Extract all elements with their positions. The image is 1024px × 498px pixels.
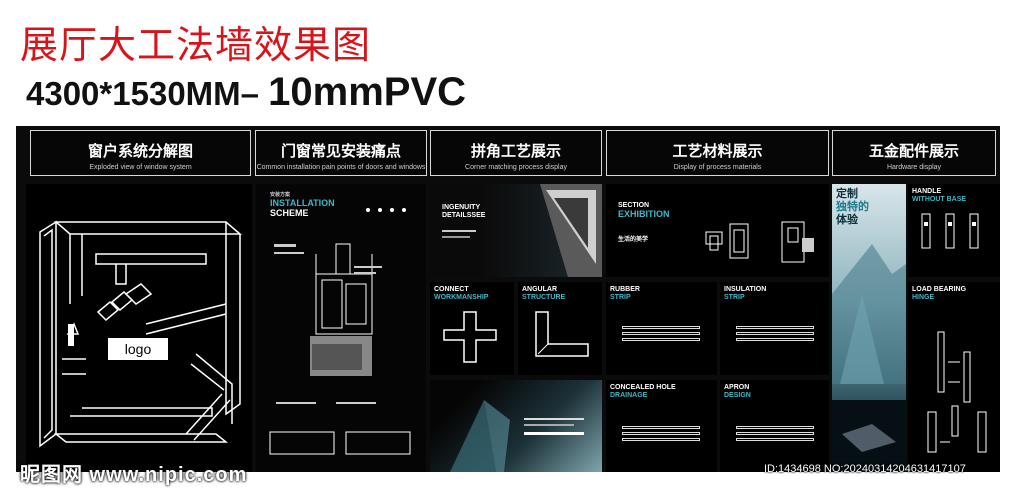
panel-building-photo (430, 380, 602, 472)
cross-joint-drawing (443, 311, 497, 363)
header-cn: 窗户系统分解图 (87, 142, 193, 160)
load-en1: LOAD BEARING (912, 286, 967, 293)
insulation-en2: STRIP (724, 294, 745, 301)
strip-bar (736, 426, 814, 429)
header-en: Common installation pain points of doors… (256, 164, 426, 171)
header-en: Hardware display (886, 164, 942, 171)
strip-bar (622, 332, 700, 335)
panel-custom-experience: 定制独特的体验 (832, 184, 906, 472)
section-profiles (705, 221, 814, 263)
panel-window-exploded (26, 184, 252, 472)
installation-cn: 安装方案 (270, 192, 291, 198)
strip-bar (622, 432, 700, 435)
angular-en1: ANGULAR (522, 286, 557, 293)
ingenuity-en1: INGENUITY (442, 204, 481, 211)
strip-bar (736, 432, 814, 435)
size-material: 10mmPVC (268, 70, 467, 114)
concealed-en1: CONCEALED HOLE (610, 384, 676, 391)
size-prefix: 4300*1530MM– (26, 75, 269, 112)
connect-en1: CONNECT (434, 286, 469, 293)
strip-bar (736, 332, 814, 335)
handle-en2: WITHOUT BASE (912, 196, 967, 203)
header-cn: 门窗常见安装痛点 (280, 142, 401, 160)
concealed-en2: DRAINAGE (610, 392, 648, 399)
strip-bar (736, 326, 814, 329)
size-spec: 4300*1530MM– 10mmPVC (26, 70, 466, 115)
ingenuity-en2: DETAILSSEE (442, 212, 486, 219)
header-en: Corner matching process display (465, 164, 567, 171)
strip-bar (622, 426, 700, 429)
skyscraper-photo (832, 244, 906, 472)
custom-t2: 独特的 (836, 201, 869, 213)
rubber-en2: STRIP (610, 294, 631, 301)
header-cn: 拼角工艺展示 (470, 142, 561, 160)
installation-en1: INSTALLATION (270, 198, 335, 208)
angular-en2: STRUCTURE (522, 294, 566, 301)
section-en2: EXHIBITION (618, 209, 670, 219)
watermark-site: 昵图网 www.nipic.com (20, 464, 248, 486)
window-exploded-diagram (39, 220, 243, 448)
rubber-en1: RUBBER (610, 286, 640, 293)
custom-title: 定制独特的体验 (836, 188, 869, 227)
connect-en2: WORKMANSHIP (434, 294, 489, 301)
watermark-id: ID:1434698 NO:20240314204631417107 (764, 463, 966, 475)
strip-bar (622, 338, 700, 341)
insulation-en1: INSULATION (724, 286, 767, 293)
custom-t3: 体验 (836, 214, 858, 226)
installation-en2: SCHEME (270, 208, 309, 218)
header-cn: 工艺材料展示 (672, 142, 763, 160)
strip-bar (622, 326, 700, 329)
strip-bar (736, 338, 814, 341)
section-en1: SECTION (618, 202, 650, 209)
apron-en2: DESIGN (724, 392, 751, 399)
load-en2: HINGE (912, 294, 935, 301)
header-corner-process: 拼角工艺展示 Corner matching process display (430, 130, 602, 176)
header-hardware: 五金配件展示 Hardware display (832, 130, 996, 176)
header-installation-pain: 门窗常见安装痛点 Common installation pain points… (255, 130, 427, 176)
strip-bar (736, 438, 814, 441)
custom-t1: 定制 (836, 188, 858, 200)
handle-drawings (921, 213, 979, 249)
corner-frame-render (442, 184, 602, 277)
header-window-system: 窗户系统分解图 Exploded view of window system (30, 130, 251, 176)
header-cn: 五金配件展示 (868, 142, 959, 160)
header-process-materials: 工艺材料展示 Display of process materials (606, 130, 829, 176)
logo-placeholder: logo (108, 338, 168, 360)
hinge-drawings (927, 331, 987, 453)
strip-bar (622, 438, 700, 441)
tower-photo (450, 400, 584, 472)
installation-section-diagram (269, 208, 411, 455)
header-en: Display of process materials (673, 164, 762, 171)
page-title: 展厅大工法墙效果图 (20, 23, 372, 67)
apron-en1: APRON (724, 384, 750, 391)
header-en: Exploded view of window system (89, 164, 192, 171)
handle-en1: HANDLE (912, 188, 942, 195)
section-cn: 生活的美学 (618, 237, 649, 243)
corner-joint-drawing (535, 311, 589, 357)
